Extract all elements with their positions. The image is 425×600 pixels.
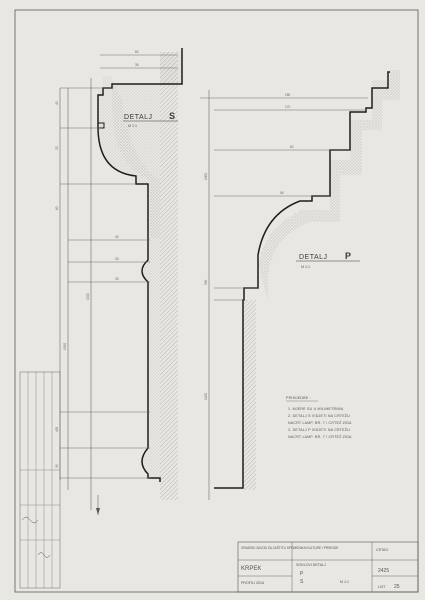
detail-s-profile: [97, 48, 183, 482]
detail-p-label: DETALJ: [299, 254, 328, 261]
dim-s-30b: 30: [115, 277, 119, 281]
note-line-2: 2. DETALJ S VIDJETI NA CRTEŽU: [288, 413, 350, 418]
notes-block: PRIMJEDBE : 1. MJERE SU U MILIMETRIMA 2.…: [286, 396, 352, 439]
note-line-4: 3. DETALJ P VIDJETI NA CRTEŽU: [288, 427, 350, 432]
detail-s-label: DETALJ: [124, 114, 153, 121]
dim-p-80: 80: [290, 145, 294, 149]
title-drawing-no: 2425: [378, 568, 389, 574]
title-sheet-no: 25: [394, 584, 400, 590]
detail-s: 80 35 40 30 30 40 25 60 1950 1320 405 35…: [55, 48, 183, 515]
dim-s-80: 80: [135, 50, 139, 54]
note-line-5: NACRT LAMP. BR. 7 / CRTEŽ ZIDA: [288, 434, 352, 439]
detail-s-letter: S: [169, 111, 176, 121]
notes-heading: PRIMJEDBE :: [286, 396, 311, 400]
title-code-s: S: [300, 579, 304, 585]
detail-p-scale: M 1:1: [301, 265, 310, 269]
note-line-3: NACRT LAMP. BR. 7 / CRTEŽ ZIDA: [288, 420, 352, 425]
title-handwritten: CRTAO: [376, 548, 388, 552]
dim-p-180: 180: [285, 93, 291, 97]
detail-s-scale: M 1:1: [128, 124, 137, 128]
title-code-p: P: [300, 571, 304, 577]
title-block: GRADSKI ZAVOD ZA ZAŠTITU SPOMENIKA KULTU…: [237, 541, 419, 593]
title-sheet-prefix: LIST: [378, 585, 386, 589]
detail-p-letter: P: [345, 251, 352, 261]
title-institution: GRADSKI ZAVOD ZA ZAŠTITU SPOMENIKA KULTU…: [241, 545, 338, 550]
dim-p-55: 55: [280, 191, 284, 195]
sheet-border: [14, 9, 419, 593]
dim-s-1320: 1320: [86, 293, 90, 300]
dim-s-30a: 30: [115, 257, 119, 261]
dim-s-35v: 35: [55, 464, 59, 468]
dim-p-170: 170: [285, 105, 291, 109]
dim-s-405: 405: [55, 426, 59, 432]
title-detail: SOKLOVI DETALJ: [296, 563, 326, 567]
dim-s-40: 40: [115, 235, 119, 239]
note-line-1: 1. MJERE SU U MILIMETRIMA: [288, 407, 344, 411]
dim-s-40v: 40: [55, 101, 59, 105]
dim-s-25v: 25: [55, 146, 59, 150]
dim-s-1950: 1950: [63, 343, 67, 350]
title-project: KRPEK: [241, 566, 261, 572]
dim-p-1000: 1000: [204, 173, 208, 180]
dim-p-590: 590: [204, 279, 208, 285]
dim-s-60v: 60: [55, 206, 59, 210]
dim-p-1450: 1450: [204, 393, 208, 400]
title-subject: PROFILI ZIDA: [241, 581, 265, 585]
detail-p: 180 170 80 55 1000 590 1450 DETALJ P M 1…: [200, 70, 400, 500]
revision-strip: [19, 371, 61, 589]
dim-s-35: 35: [135, 63, 139, 67]
title-scale: M 1:1: [340, 580, 349, 584]
